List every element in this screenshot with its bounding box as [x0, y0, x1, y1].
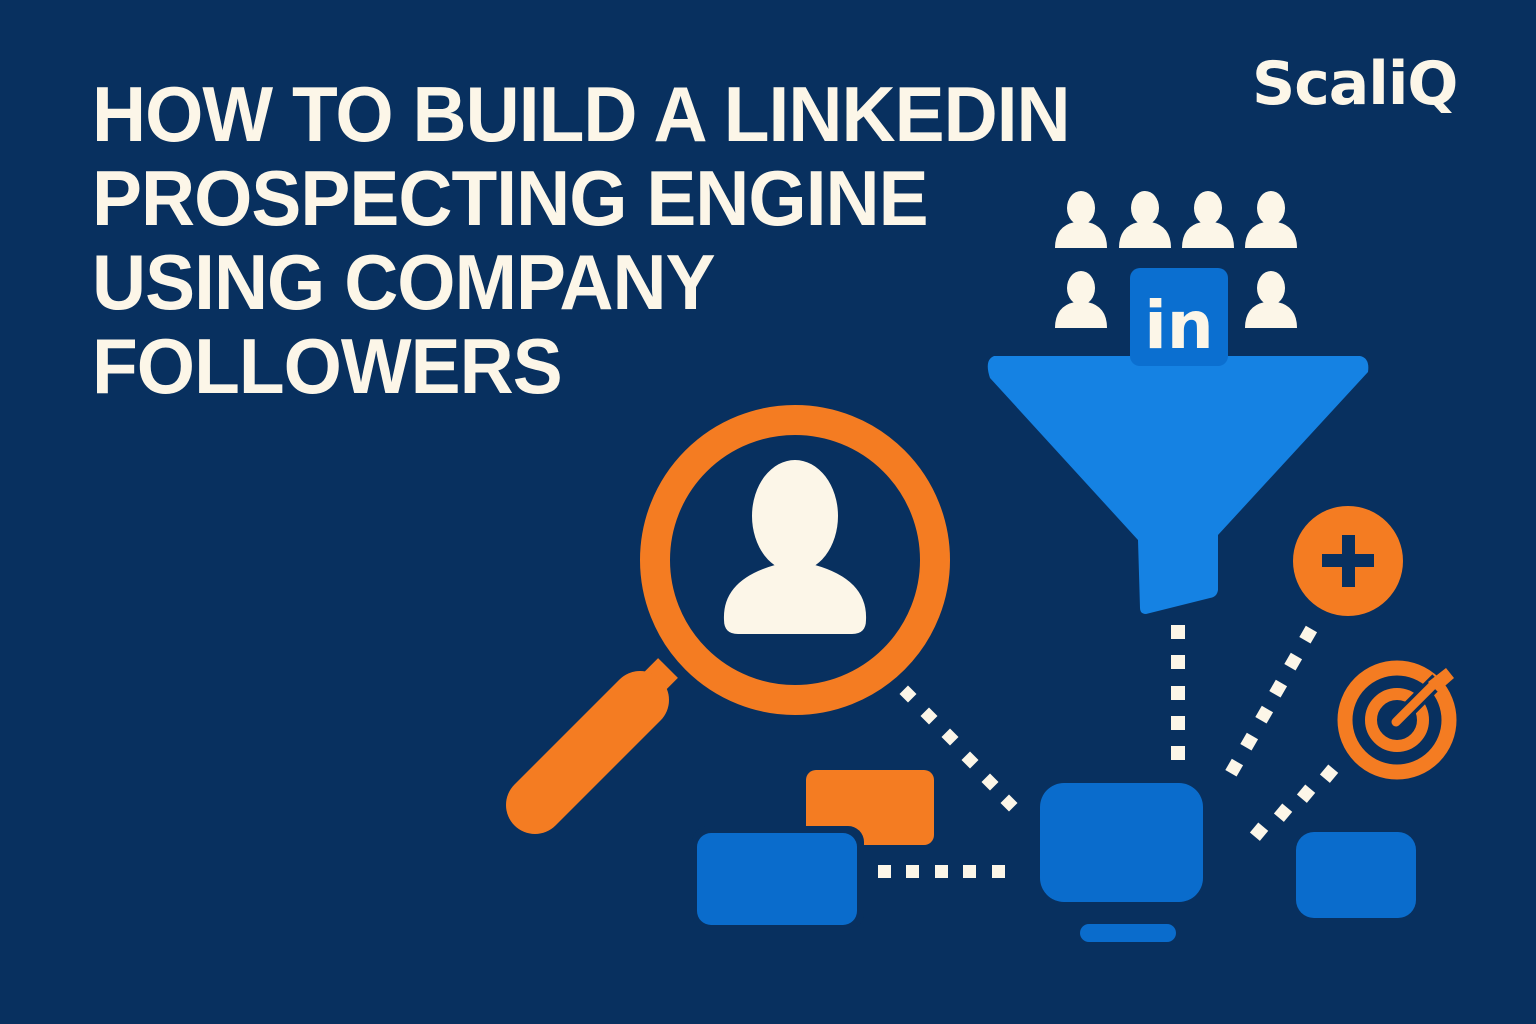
- person-icon: [1055, 271, 1107, 328]
- monitor-icon: [1040, 783, 1203, 942]
- person-icon: [1245, 191, 1297, 248]
- linkedin-icon: in: [1130, 268, 1228, 366]
- title-line-3: USING COMPANY: [92, 238, 716, 326]
- person-icon: [1055, 191, 1107, 248]
- person-icon: [1245, 271, 1297, 328]
- title-line-4: FOLLOWERS: [92, 322, 563, 410]
- brand-logo: ScaliQ: [1252, 49, 1458, 119]
- linkedin-badge-text: in: [1144, 287, 1214, 364]
- message-cards-icon: [692, 770, 934, 930]
- page-title: HOW TO BUILD A LINKEDIN PROSPECTING ENGI…: [92, 70, 1071, 410]
- card-icon: [1296, 832, 1416, 918]
- person-icon: [1182, 191, 1234, 248]
- add-icon: [1293, 506, 1403, 616]
- profile-icon: [723, 460, 867, 634]
- dotted-connectors: [878, 625, 1339, 878]
- target-icon: [1337, 660, 1457, 780]
- person-icon: [1119, 191, 1171, 248]
- magnifying-glass-icon: [506, 405, 950, 834]
- title-line-2: PROSPECTING ENGINE: [92, 154, 929, 242]
- funnel-icon: [987, 356, 1369, 614]
- title-line-1: HOW TO BUILD A LINKEDIN: [92, 70, 1071, 158]
